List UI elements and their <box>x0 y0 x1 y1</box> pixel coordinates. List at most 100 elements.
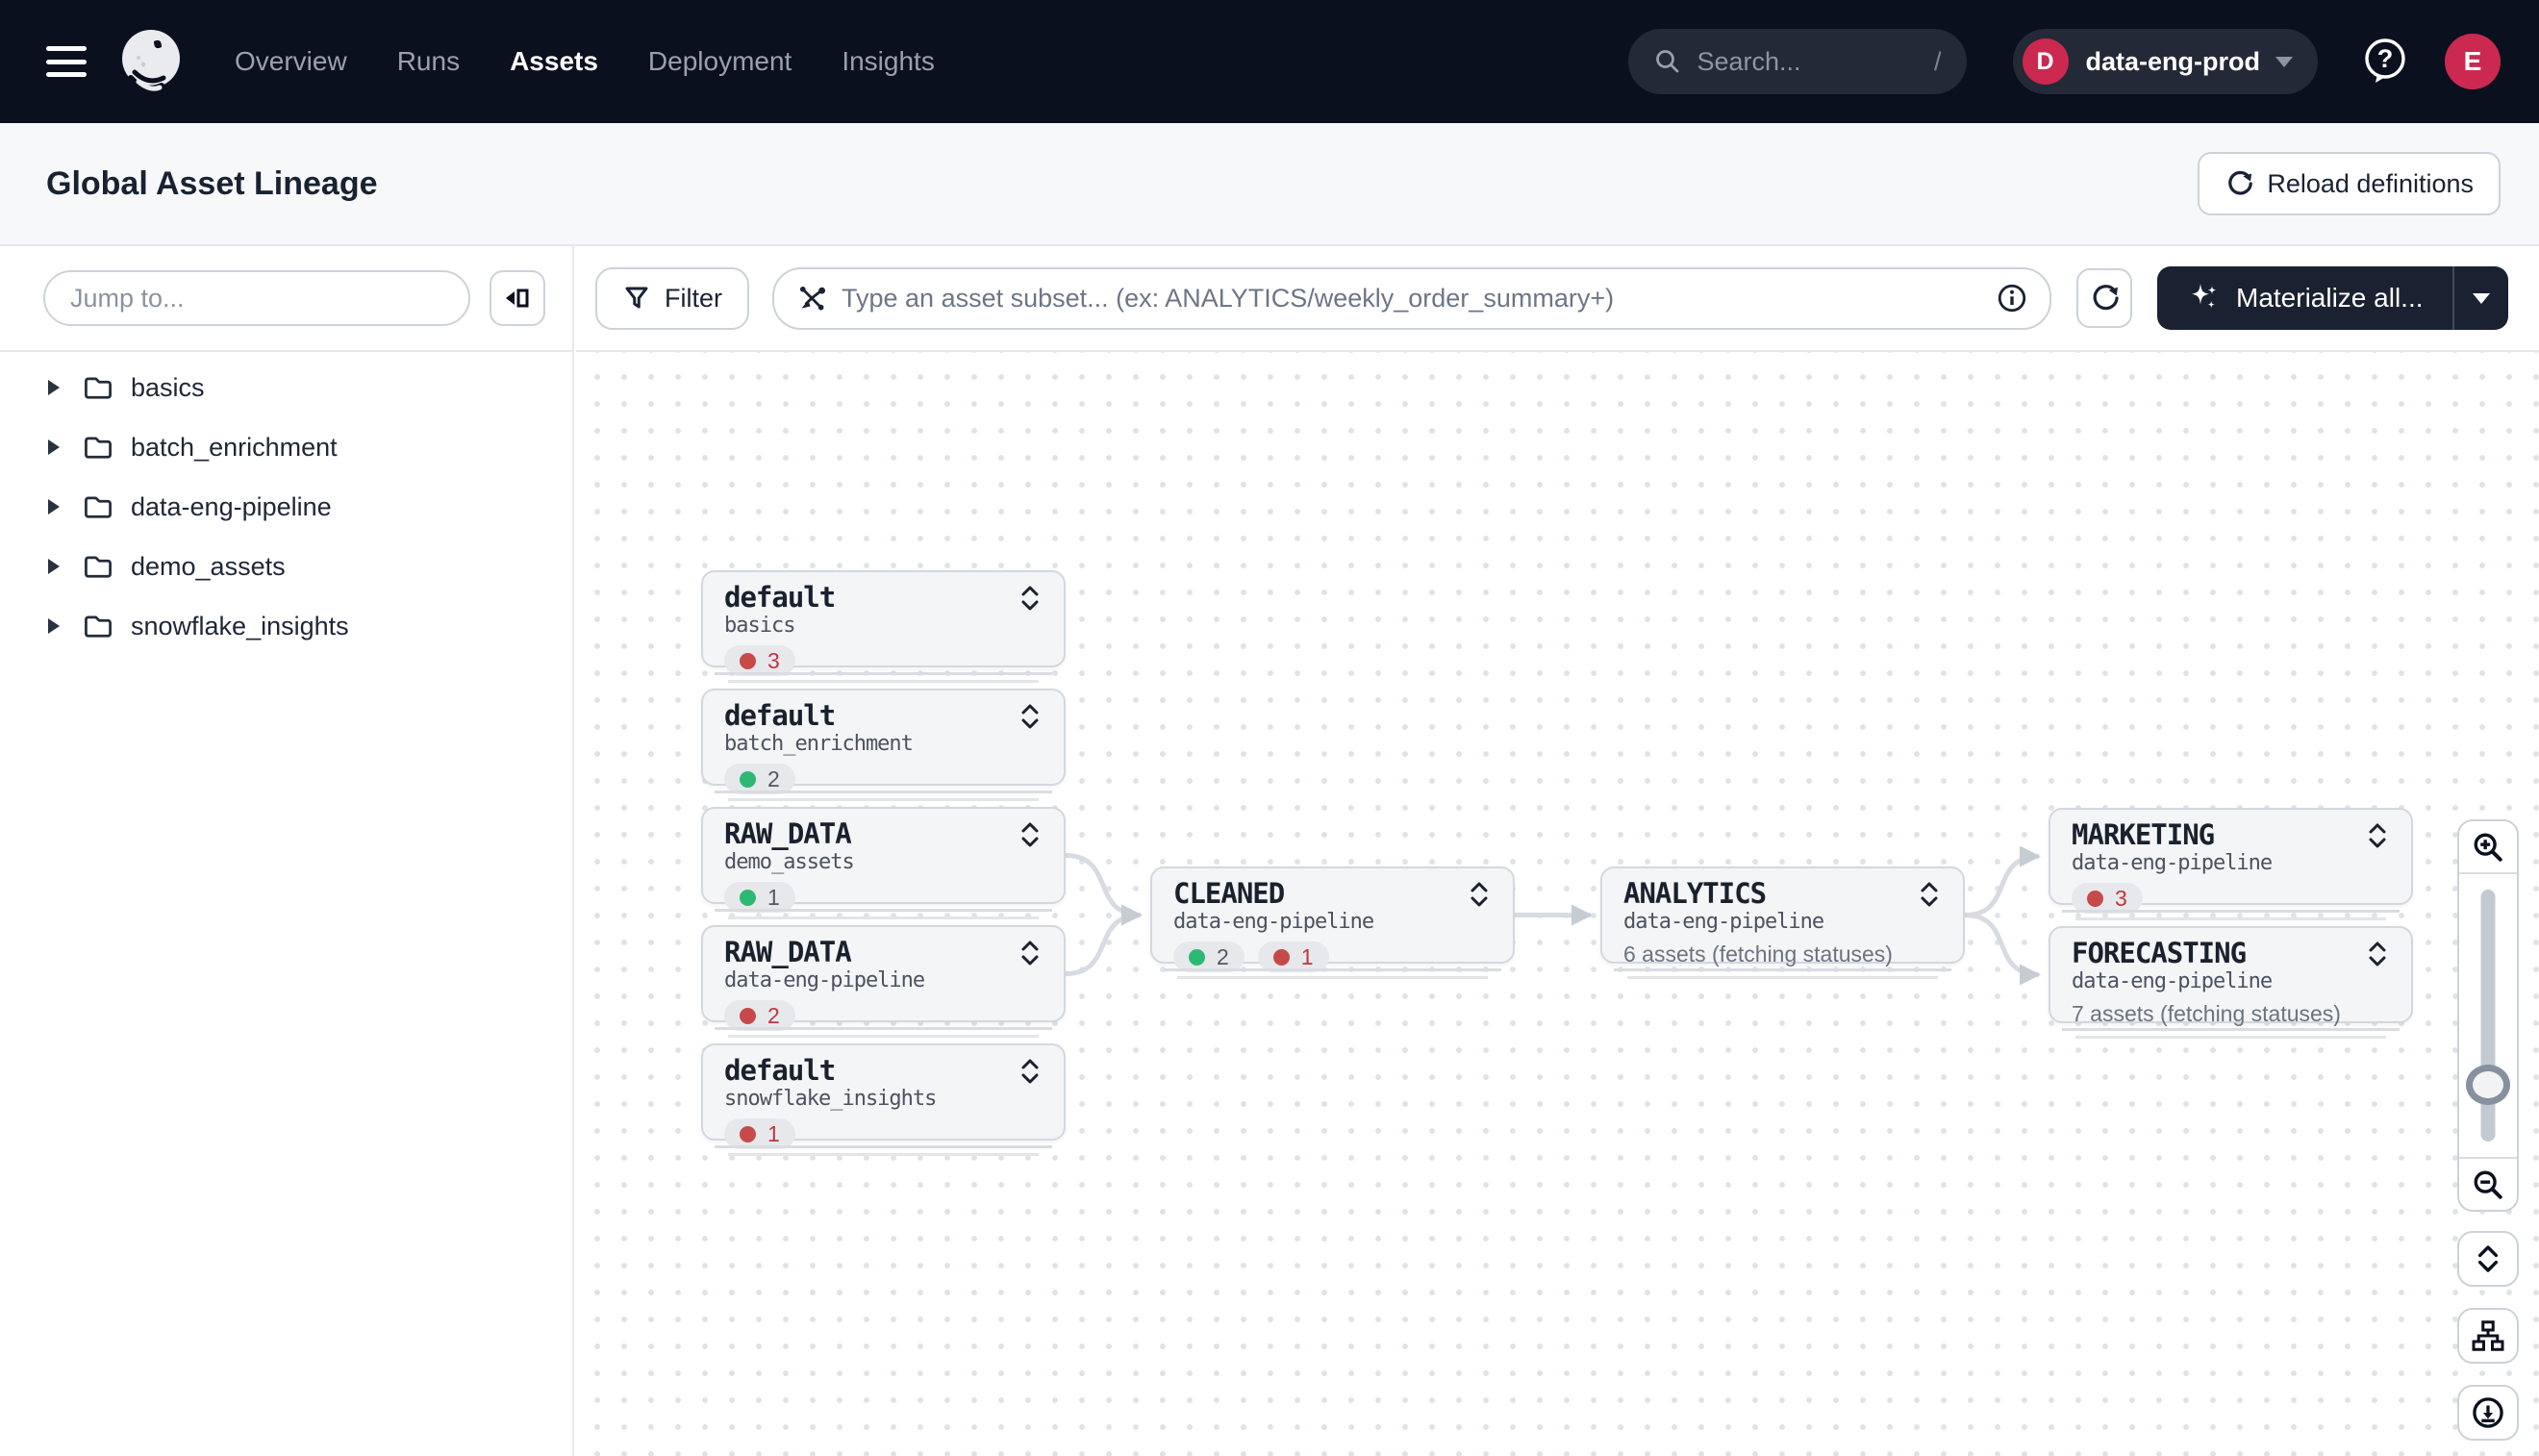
caret-right-icon[interactable] <box>48 559 60 574</box>
asset-group-node-raw-demo[interactable]: RAW_DATA demo_assets 1 <box>701 807 1066 919</box>
zoom-out-button[interactable] <box>2459 1159 2517 1210</box>
lineage-toolbar: Filter <box>576 246 2539 352</box>
green-dot-icon <box>1189 948 1205 966</box>
asset-group-title: default <box>724 699 836 732</box>
sidebar-item-basics[interactable]: basics <box>0 358 572 417</box>
zoom-slider-handle[interactable] <box>2466 1065 2510 1105</box>
refresh-graph-button[interactable] <box>2076 268 2132 328</box>
materialize-all-split-button: Materialize all... <box>2157 266 2508 330</box>
status-badge-green: 1 <box>724 882 795 913</box>
asset-group-repo: data-eng-pipeline <box>1623 910 1824 934</box>
unfold-icon[interactable] <box>1018 1057 1043 1086</box>
caret-right-icon[interactable] <box>48 499 60 515</box>
red-dot-icon <box>2087 890 2103 907</box>
deployment-badge: D <box>2022 38 2069 85</box>
sidebar-item-batch_enrichment[interactable]: batch_enrichment <box>0 417 572 477</box>
refresh-icon <box>2228 170 2253 195</box>
page-header: Global Asset Lineage Reload definitions <box>0 123 2539 246</box>
nav-item-runs[interactable]: Runs <box>396 46 461 76</box>
search-icon <box>1655 50 1678 73</box>
global-search[interactable]: Search... / <box>1627 29 1967 94</box>
info-icon[interactable] <box>1996 282 2028 314</box>
status-badge-green: 2 <box>1173 941 1244 972</box>
lineage-canvas[interactable]: default basics 3 default batch_enrichmen… <box>576 352 2539 1456</box>
unfold-icon[interactable] <box>1018 820 1043 849</box>
materialize-options-button[interactable] <box>2451 266 2508 330</box>
help-button[interactable]: ? <box>2360 35 2410 89</box>
filter-button[interactable]: Filter <box>595 266 749 330</box>
caret-down-icon <box>2472 292 2490 304</box>
filter-label: Filter <box>665 283 722 313</box>
asset-subset-field <box>772 266 2051 330</box>
asset-group-title: CLEANED <box>1173 877 1285 910</box>
deployment-name: data-eng-prod <box>2085 46 2261 76</box>
refresh-icon <box>2093 285 2119 311</box>
zoom-in-button[interactable] <box>2459 821 2517 872</box>
asset-group-repo: basics <box>724 614 795 638</box>
asset-group-title: RAW_DATA <box>724 936 852 968</box>
asset-group-node-raw-dep[interactable]: RAW_DATA data-eng-pipeline 2 <box>701 925 1066 1038</box>
asset-groups-sidebar: basics batch_enrichment data-eng-pipelin… <box>0 246 574 1456</box>
caret-right-icon[interactable] <box>48 380 60 395</box>
status-count: 1 <box>767 884 780 910</box>
nav-item-insights[interactable]: Insights <box>842 46 935 76</box>
status-count: 1 <box>1300 943 1314 969</box>
zoom-controls <box>2457 819 2519 1212</box>
zoom-out-icon <box>2474 1170 2502 1199</box>
materialize-all-button[interactable]: Materialize all... <box>2157 266 2452 330</box>
folder-icon <box>85 556 112 578</box>
dagster-logo[interactable] <box>112 22 190 101</box>
caret-right-icon[interactable] <box>48 618 60 634</box>
caret-right-icon[interactable] <box>48 439 60 455</box>
nav-item-overview[interactable]: Overview <box>235 46 347 76</box>
asset-group-title: FORECASTING <box>2072 937 2247 969</box>
asset-group-repo: data-eng-pipeline <box>2072 851 2273 875</box>
unfold-icon[interactable] <box>1018 702 1043 731</box>
layout-hierarchy-button[interactable] <box>2457 1308 2519 1364</box>
green-dot-icon <box>740 889 756 906</box>
sidebar-item-snowflake_insights[interactable]: snowflake_insights <box>0 596 572 656</box>
unfold-icon[interactable] <box>1467 880 1492 909</box>
reload-definitions-button[interactable]: Reload definitions <box>2198 152 2501 215</box>
asset-subset-input[interactable] <box>842 283 1996 314</box>
reload-definitions-label: Reload definitions <box>2267 168 2474 198</box>
status-badge-red: 3 <box>2072 883 2143 914</box>
asset-group-node-default-batch[interactable]: default batch_enrichment 2 <box>701 689 1066 801</box>
expand-all-groups-button[interactable] <box>2457 1231 2519 1287</box>
filter-funnel-icon <box>625 287 648 309</box>
download-image-button[interactable] <box>2457 1385 2519 1441</box>
unfold-icon[interactable] <box>2365 821 2390 850</box>
hamburger-menu-icon[interactable] <box>46 46 87 77</box>
lineage-edge-raw-demo-cleaned <box>1065 853 1143 926</box>
folder-icon <box>85 615 112 638</box>
nav-item-deployment[interactable]: Deployment <box>647 46 792 76</box>
asset-group-repo: batch_enrichment <box>724 732 914 756</box>
asset-group-node-forecasting[interactable]: FORECASTING data-eng-pipeline 7 assets (… <box>2049 926 2413 1039</box>
fetching-status-note: 7 assets (fetching statuses) <box>2072 1001 2341 1026</box>
unfold-icon[interactable] <box>1018 584 1043 613</box>
asset-group-node-marketing[interactable]: MARKETING data-eng-pipeline 3 <box>2049 808 2413 920</box>
nav-item-assets[interactable]: Assets <box>510 46 598 76</box>
sidebar-item-demo_assets[interactable]: demo_assets <box>0 537 572 596</box>
collapse-sidebar-button[interactable] <box>490 270 545 326</box>
chevron-down-icon <box>2275 56 2293 67</box>
unfold-icon[interactable] <box>2365 940 2390 968</box>
download-icon <box>2473 1397 2503 1428</box>
asset-group-node-default-basics[interactable]: default basics 3 <box>701 570 1066 683</box>
asset-group-node-analytics[interactable]: ANALYTICS data-eng-pipeline 6 assets (fe… <box>1600 866 1965 979</box>
status-count: 1 <box>767 1120 780 1146</box>
sidebar-group-label: data-eng-pipeline <box>131 491 332 521</box>
jump-to-input[interactable] <box>43 270 471 326</box>
asset-group-title: RAW_DATA <box>724 817 852 850</box>
sidebar-item-data-eng-pipeline[interactable]: data-eng-pipeline <box>0 477 572 537</box>
deployment-switcher[interactable]: D data-eng-prod <box>2012 29 2318 94</box>
unfold-icon[interactable] <box>1018 939 1043 967</box>
unfold-icon[interactable] <box>1917 880 1942 909</box>
lineage-edge-analytics-marketing <box>1964 845 2041 917</box>
status-badge-red: 1 <box>724 1118 795 1149</box>
asset-group-node-default-snow[interactable]: default snowflake_insights 1 <box>701 1043 1066 1156</box>
sidebar-group-label: demo_assets <box>131 551 286 581</box>
sidebar-group-label: basics <box>131 372 205 402</box>
user-avatar[interactable]: E <box>2445 34 2501 89</box>
